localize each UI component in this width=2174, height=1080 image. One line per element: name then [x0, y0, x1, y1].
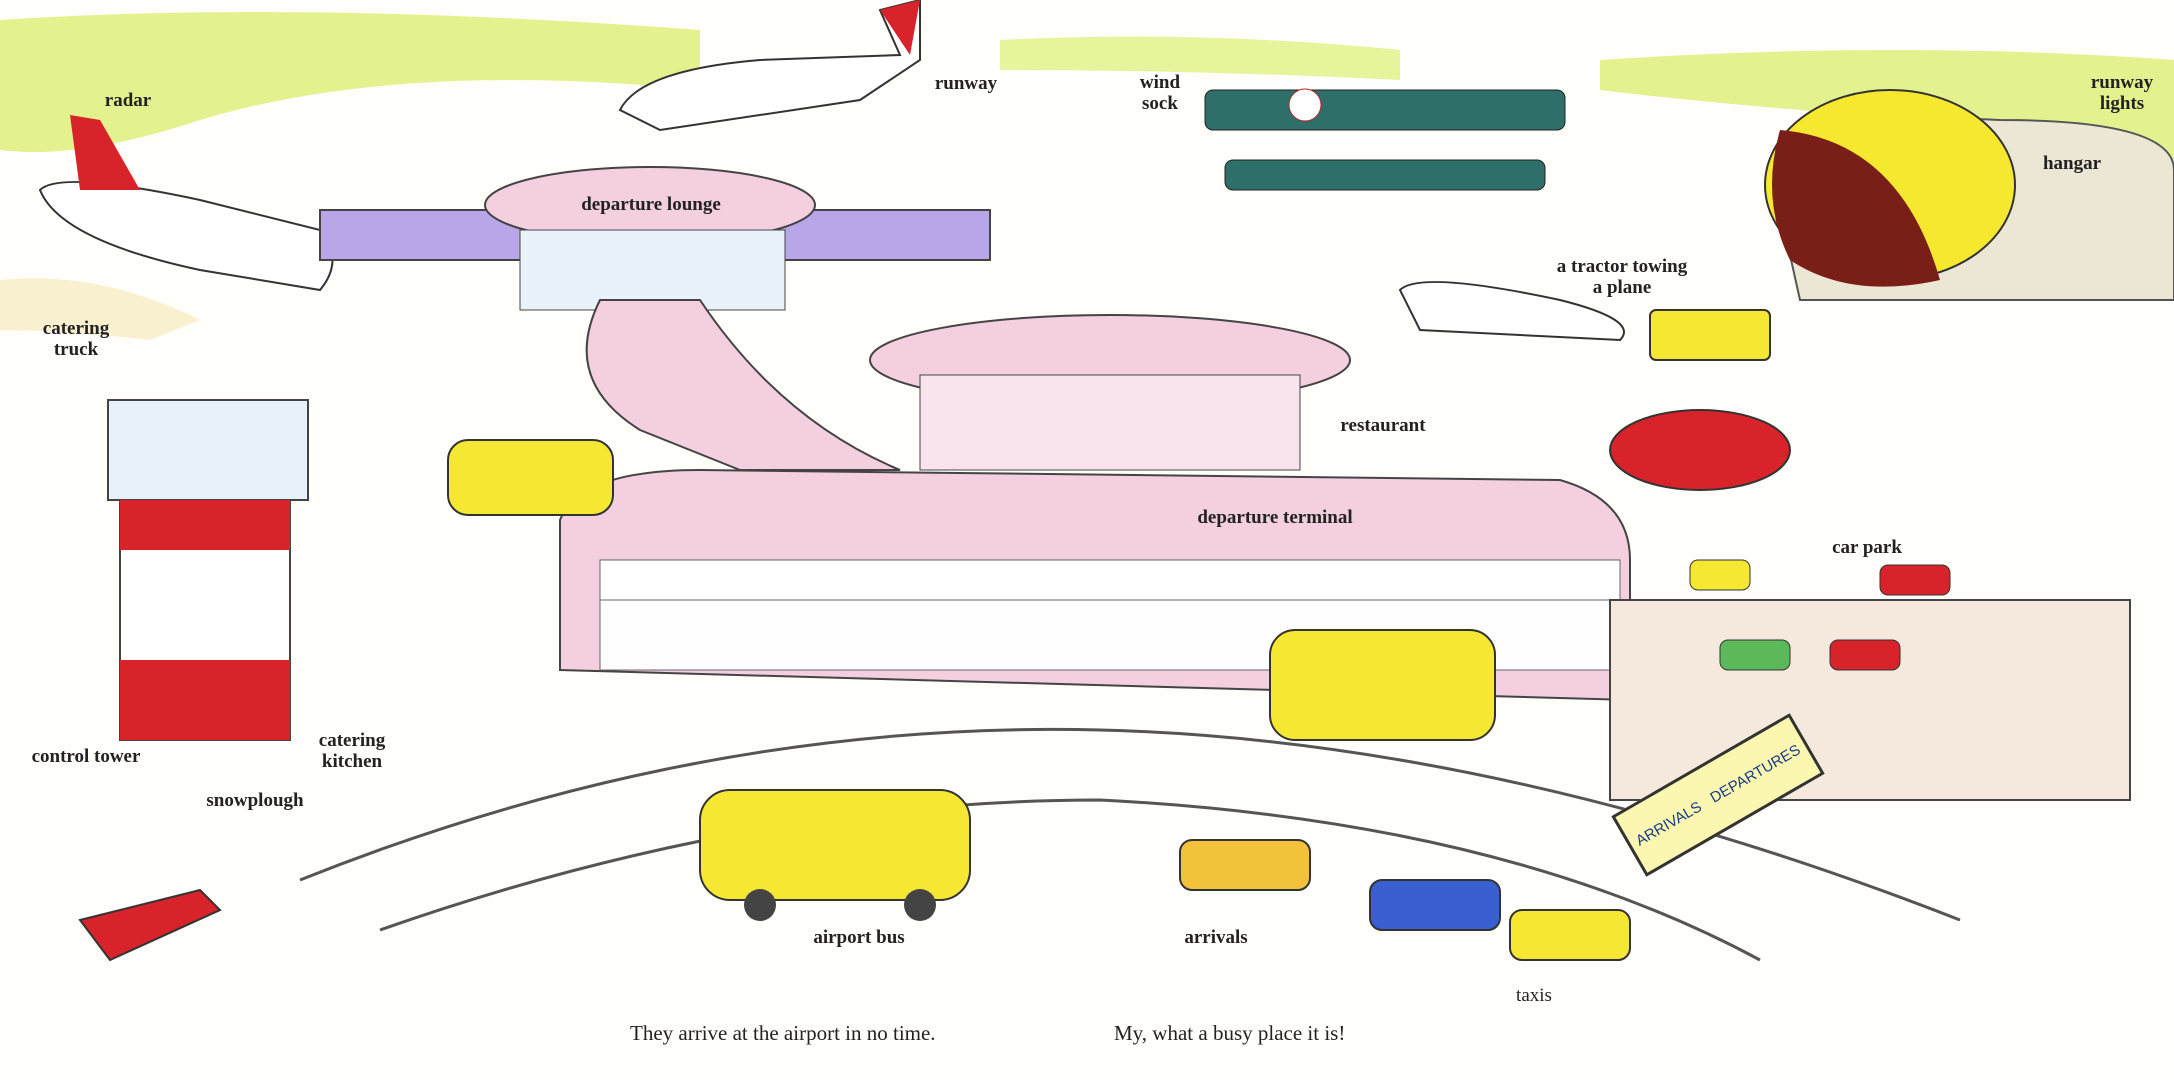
caption-right: My, what a busy place it is! — [1114, 1021, 1346, 1045]
label-line: kitchen — [321, 751, 383, 772]
label-line: a tractor towing — [1556, 256, 1688, 277]
label-line: runway — [2090, 72, 2154, 93]
label-line: wind — [1139, 72, 1181, 93]
label-restaurant: restaurant — [1340, 415, 1426, 436]
departure-lounge — [484, 166, 901, 471]
label-line: truck — [53, 339, 99, 360]
label-line: a plane — [1592, 277, 1652, 298]
label-snowplough: snowplough — [206, 790, 304, 811]
yellow-bus-small — [447, 439, 614, 516]
label-radar: radar — [104, 90, 152, 111]
label-airport-bus: airport bus — [813, 927, 905, 948]
label-line: catering — [42, 318, 110, 339]
label-taxis: taxis — [1516, 985, 1552, 1006]
helicopter — [1609, 409, 1791, 491]
jet-left — [38, 115, 334, 292]
biplane — [1204, 88, 1566, 191]
airport-bus — [699, 789, 971, 921]
caption-left: They arrive at the airport in no time. — [630, 1021, 936, 1045]
label-runway: runway — [934, 73, 998, 94]
label-hangar: hangar — [2042, 153, 2102, 174]
yellow-bus-terminal — [1269, 629, 1496, 741]
red-plane-bottom-left — [78, 888, 222, 962]
label-departure-terminal: departure terminal — [1197, 507, 1353, 528]
label-line: sock — [1142, 93, 1178, 114]
tractor-and-plane — [1398, 281, 1771, 361]
control-tower — [107, 399, 309, 741]
restaurant-building — [869, 314, 1351, 471]
label-arrivals: arrivals — [1184, 927, 1248, 948]
label-line: lights — [2099, 93, 2145, 114]
taxis — [1179, 839, 1631, 961]
hangar — [1764, 89, 2174, 301]
jet-top — [618, 0, 921, 132]
label-car-park: car park — [1832, 537, 1902, 558]
label-line: catering — [318, 730, 386, 751]
car-park — [1609, 559, 2131, 801]
label-control-tower: control tower — [31, 746, 141, 767]
label-departure-lounge: departure lounge — [581, 194, 721, 215]
sign-arrivals: ARRIVALS — [1632, 797, 1705, 850]
